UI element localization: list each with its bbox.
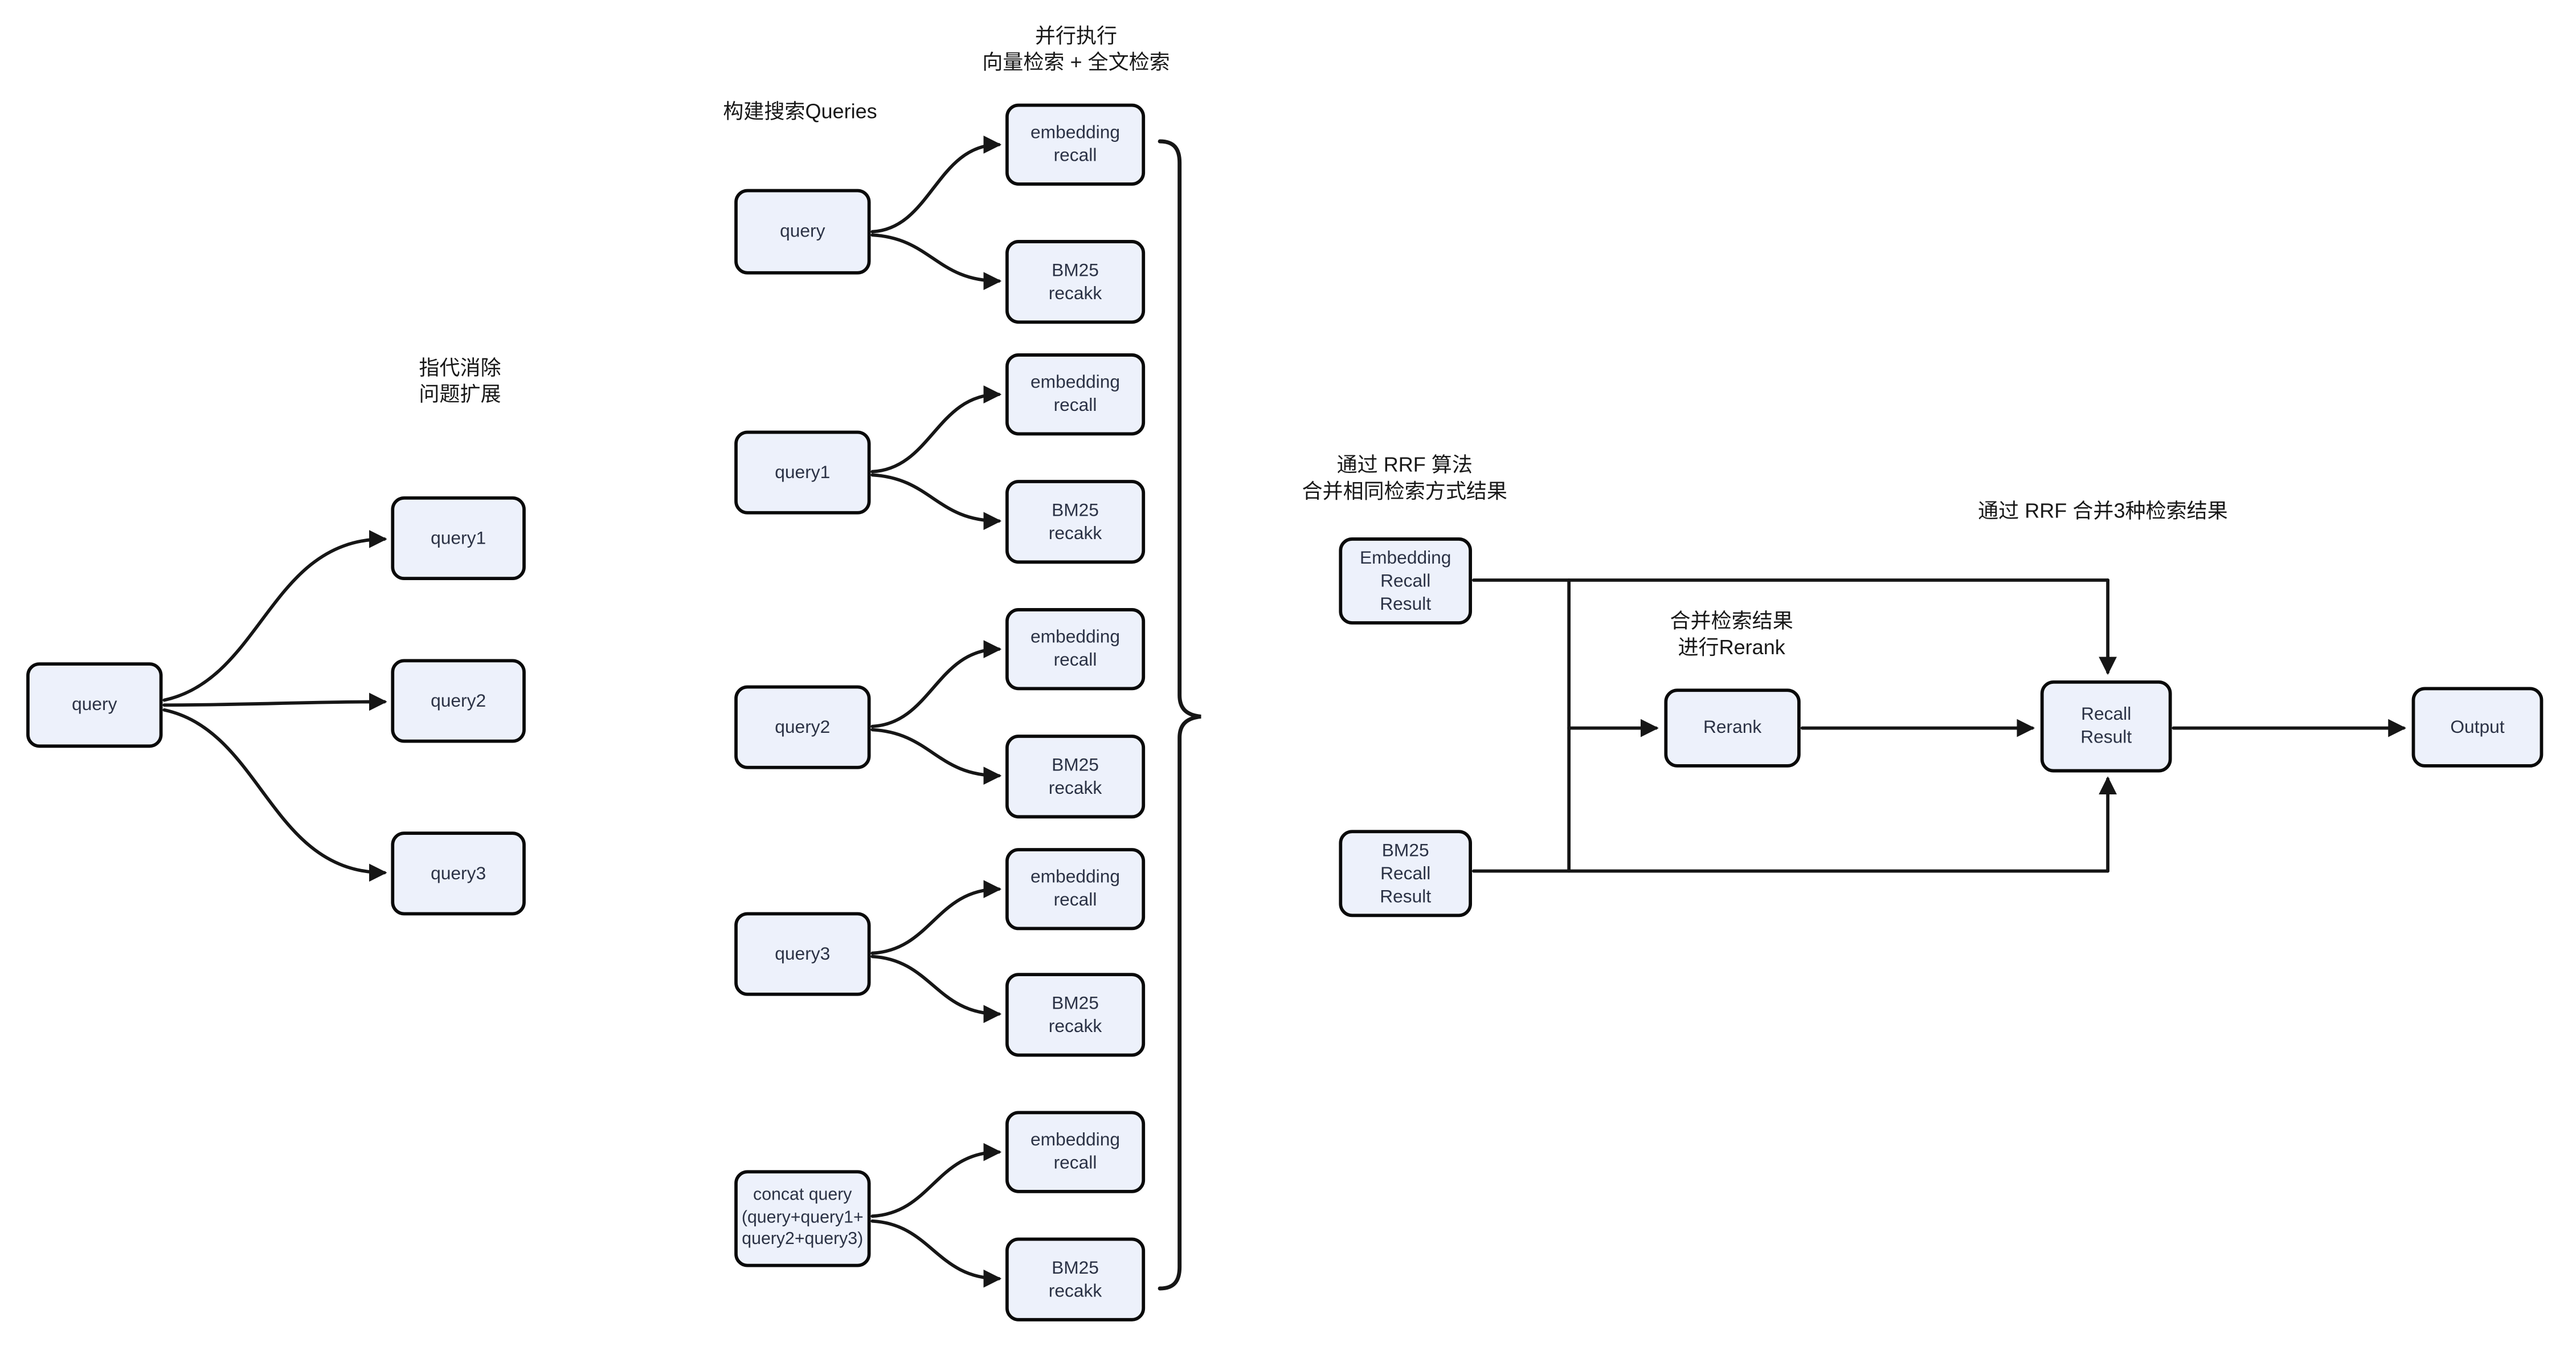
- node-bm25-recall-1: BM25 recakk: [1005, 240, 1146, 324]
- node-embedding-recall-result: Embedding Recall Result: [1339, 537, 1473, 625]
- node-embedding-recall-4: embedding recall: [1005, 848, 1146, 931]
- note-coreference-expansion: 指代消除 问题扩展: [419, 356, 501, 405]
- edge-src1-to-bm25: [870, 473, 1002, 531]
- node-src-query: query: [734, 189, 871, 275]
- node-embedding-recall-2: embedding recall: [1005, 353, 1146, 436]
- note-merge-rerank: 合并检索结果 进行Rerank: [1670, 609, 1793, 659]
- node-src-query1: query1: [734, 430, 871, 515]
- node-bm25-recall-3: BM25 recakk: [1005, 735, 1146, 819]
- node-src-query2: query2: [734, 685, 871, 769]
- edge-query-to-query3: [162, 708, 387, 882]
- edge-src0-to-embedding: [870, 135, 1002, 234]
- node-embedding-recall-3: embedding recall: [1005, 608, 1146, 691]
- edge-query-to-query1: [162, 530, 387, 702]
- note-rrf-merge-three: 通过 RRF 合并3种检索结果: [1978, 499, 2228, 523]
- edge-src4-to-bm25: [870, 1219, 1002, 1288]
- node-rerank: Rerank: [1664, 688, 1801, 768]
- edge-query-to-query2: [162, 692, 387, 711]
- node-embedding-recall-1: embedding recall: [1005, 103, 1146, 186]
- edge-src0-to-bm25: [870, 233, 1002, 290]
- note-parallel-execution: 并行执行 向量检索 + 全文检索: [982, 25, 1170, 74]
- node-bm25-recall-2: BM25 recakk: [1005, 480, 1146, 564]
- node-recall-result: Recall Result: [2040, 680, 2172, 773]
- node-query: query: [26, 662, 163, 748]
- note-rrf-merge-same: 通过 RRF 算法 合并相同检索方式结果: [1302, 453, 1508, 503]
- curly-brace-icon: [1158, 139, 1201, 1291]
- edge-src4-to-embedding: [870, 1143, 1002, 1218]
- node-bm25-recall-result: BM25 Recall Result: [1339, 830, 1473, 917]
- node-bm25-recall-4: BM25 recakk: [1005, 973, 1146, 1057]
- edge-src3-to-bm25: [870, 955, 1002, 1023]
- edge-src3-to-embedding: [870, 880, 1002, 955]
- node-query1: query1: [391, 496, 526, 581]
- edge-src2-to-bm25: [870, 728, 1002, 785]
- node-src-query3: query3: [734, 912, 871, 996]
- node-query3: query3: [391, 831, 526, 916]
- note-build-queries: 构建搜索Queries: [723, 100, 877, 124]
- node-output: Output: [2411, 687, 2544, 768]
- edge-src2-to-embedding: [870, 640, 1002, 728]
- node-embedding-recall-5: embedding recall: [1005, 1111, 1146, 1193]
- node-src-concat-query: concat query (query+query1+ query2+query…: [734, 1170, 871, 1267]
- node-bm25-recall-5: BM25 recakk: [1005, 1237, 1146, 1322]
- edge-src1-to-embedding: [870, 385, 1002, 474]
- node-query2: query2: [391, 659, 526, 743]
